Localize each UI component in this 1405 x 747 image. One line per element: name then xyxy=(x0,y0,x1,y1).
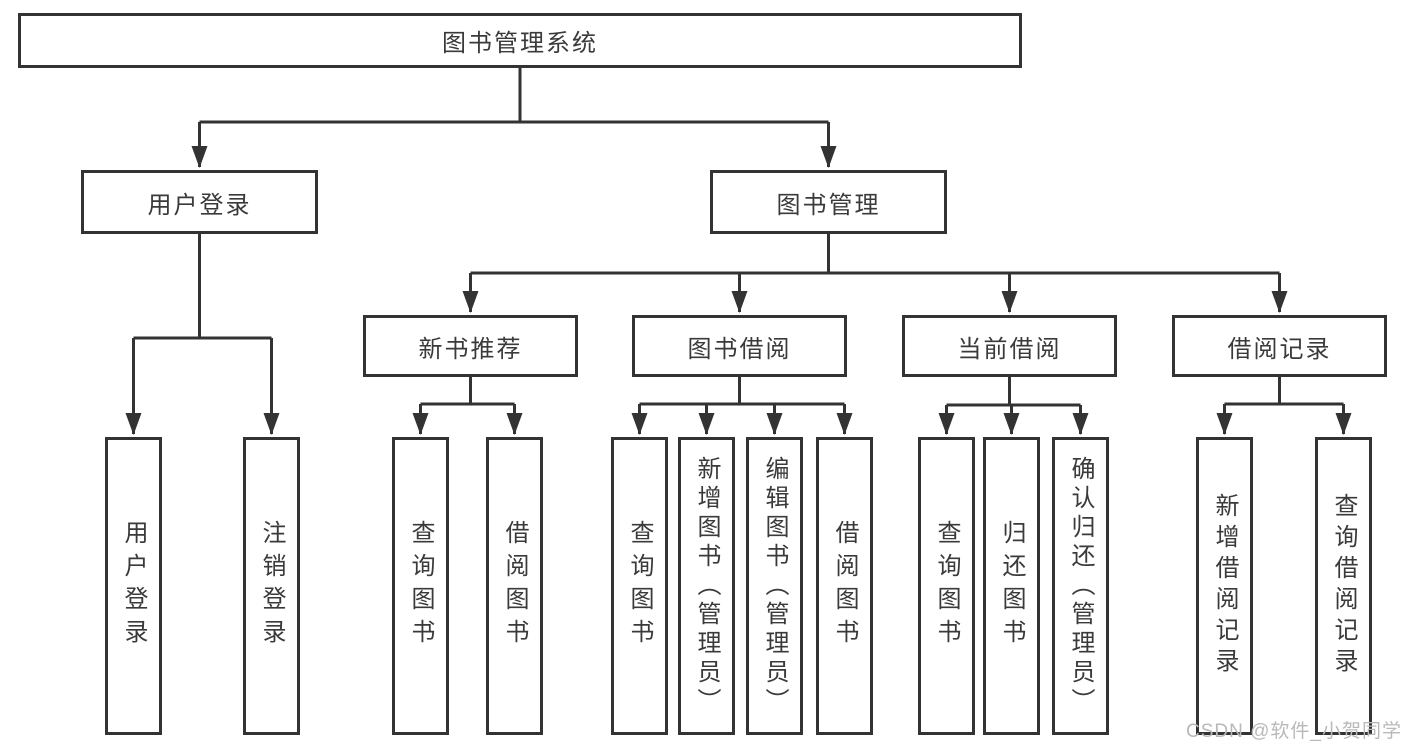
leaf-borrow-books: 借阅图书 xyxy=(816,437,873,735)
leaf-return-books: 归还图书 xyxy=(983,437,1040,735)
leaf-query-books-recommend: 查询图书 xyxy=(392,437,449,735)
leaf-edit-books-admin: 编辑图书（管理员） xyxy=(746,437,803,735)
node-library-management-system: 图书管理系统 xyxy=(18,13,1022,68)
node-label: 图书管理系统 xyxy=(442,30,598,57)
node-label: 图书借阅 xyxy=(687,335,792,363)
leaf-logout: 注销登录 xyxy=(243,437,300,735)
node-label: 新书推荐 xyxy=(418,335,523,363)
node-label: 用户登录 xyxy=(147,191,252,219)
leaf-confirm-return-admin: 确认归还（管理员） xyxy=(1052,437,1109,735)
leaf-query-borrow-record: 查询借阅记录 xyxy=(1315,437,1372,735)
node-label: 图书管理 xyxy=(776,191,881,219)
leaf-add-borrow-record: 新增借阅记录 xyxy=(1196,437,1253,735)
node-current-borrowing: 当前借阅 xyxy=(902,315,1117,377)
node-book-management: 图书管理 xyxy=(710,170,947,234)
node-user-login: 用户登录 xyxy=(81,170,318,234)
leaf-user-login: 用户登录 xyxy=(105,437,162,735)
leaf-borrow-books-recommend: 借阅图书 xyxy=(486,437,543,735)
node-new-book-recommendation: 新书推荐 xyxy=(363,315,578,377)
leaf-add-books-admin: 新增图书（管理员） xyxy=(678,437,735,735)
node-label: 借阅记录 xyxy=(1227,335,1332,363)
node-borrowing-records: 借阅记录 xyxy=(1172,315,1387,377)
leaf-query-books-borrow: 查询图书 xyxy=(611,437,668,735)
node-label: 当前借阅 xyxy=(957,335,1062,363)
leaf-query-books-current: 查询图书 xyxy=(918,437,975,735)
csdn-watermark: CSDN @软件_小贺同学 xyxy=(1186,721,1402,742)
node-book-borrowing: 图书借阅 xyxy=(632,315,847,377)
